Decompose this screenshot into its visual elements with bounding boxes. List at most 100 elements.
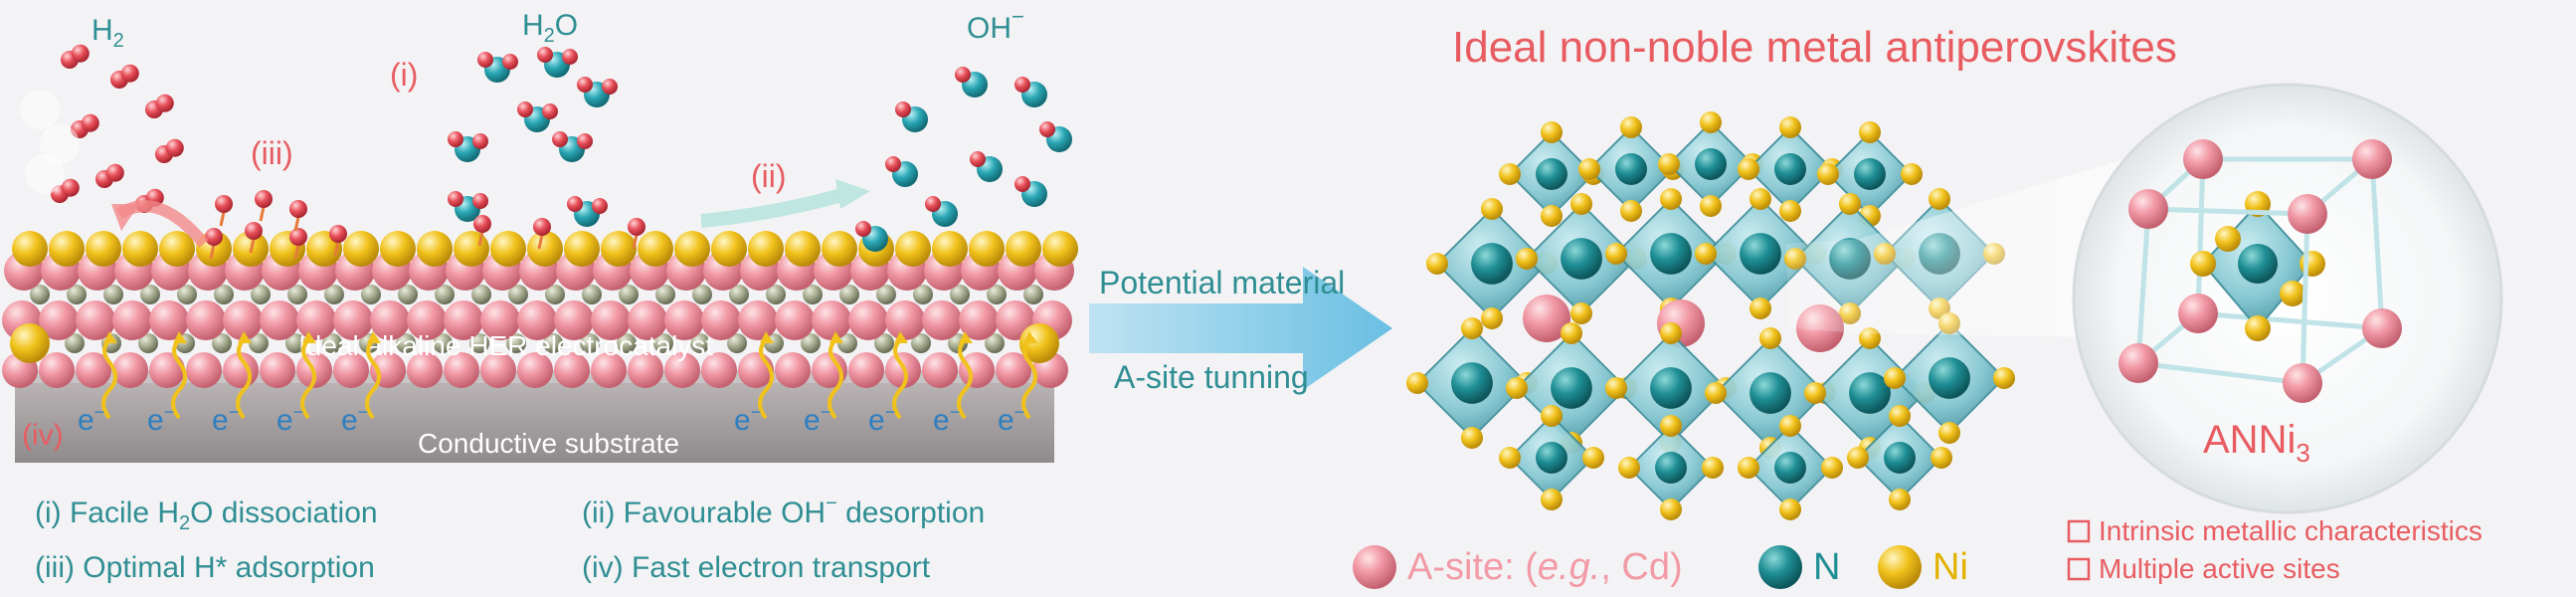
slab-atom [727,333,747,353]
slab-atom [343,231,379,267]
electron-wave-arrow-head [302,331,316,343]
gas-cloud [20,90,60,129]
slab-atom [249,333,269,353]
slab-atom [748,231,784,267]
adsorbed-h-atom [533,218,551,236]
slab-atom [913,285,933,304]
unit-cell-ni-atom [2215,226,2241,252]
slab-atom [480,352,516,388]
slab-atom [122,231,158,267]
electron-wave-arrow [300,338,316,420]
lattice-ni-atom [1660,498,1682,520]
big-arrow [1089,267,1392,390]
adsorbed-h-atom [473,215,491,233]
slab-atom [839,285,859,304]
unit-cell-a-site-atom [2352,139,2392,179]
lattice-n-atom [1650,233,1692,275]
h2-molecule-atom [120,64,139,83]
electron-symbol: e− [804,402,830,437]
slab-atom [490,231,526,267]
lattice-ni-atom [1481,198,1503,220]
unit-cell-a-site-atom [2178,294,2218,333]
legend-step-3: (iii) Optimal H* adsorption [35,551,375,584]
adsorption-bond [333,241,340,257]
slab-atom [812,352,847,388]
oh-hydrogen-atom [1039,121,1055,137]
slab-atom [564,231,600,267]
lattice-n-atom [1655,452,1687,484]
lattice-ni-atom [1541,121,1563,143]
lattice-ni-atom [1516,248,1538,270]
electron-charge: − [358,402,369,422]
lattice-ni-atom [1570,193,1592,215]
lattice-ni-atom [1993,367,2015,389]
molecules-group [20,44,1072,260]
lattice-ni-atom [1618,457,1640,479]
legend-ni-label: Ni [1932,546,1968,588]
unit-cell-edge [2300,213,2310,384]
h2o-hydrogen-atom [602,79,618,95]
step-label-i: (i) [390,57,418,93]
lattice-ni-atom [1660,322,1682,344]
electron-wave-arrow-head [367,331,381,343]
lattice-ni-atom [1541,205,1563,227]
slab-atom [932,231,968,267]
lattice-ni-atom [1658,153,1680,175]
slab-atom [67,285,87,304]
gas-cloud [40,124,80,164]
slab-atom [664,300,704,340]
electron-charge: − [293,402,304,422]
step-label-ii: (ii) [751,158,787,194]
unit-cell-a-site-atom [2362,308,2402,348]
slab-atom [628,352,663,388]
electron-symbol: e− [276,402,303,437]
adsorption-bond [293,244,300,260]
slab-atom [149,300,189,340]
electron-wave-arrow-head [959,331,973,343]
lattice-n-atom [1774,452,1806,484]
unit-cell-edge [2195,158,2206,314]
lattice-ni-atom [1804,382,1826,404]
lattice-ni-atom [1817,163,1839,185]
lattice-n-atom [1561,238,1602,280]
slab-atom [655,285,675,304]
slab-atom [65,333,85,353]
electron-wave-arrow-head [103,331,117,343]
slab-atom [469,333,489,353]
lattice-n-atom [1650,367,1692,409]
lattice-ni-atom [1499,447,1521,469]
slab-atom [140,285,160,304]
slab-atom [149,352,185,388]
lattice-ni-atom [1481,307,1503,329]
lattice-ni-atom [1901,163,1923,185]
lattice-ni-atom [1499,163,1521,185]
adsorbed-h-atom [255,190,273,208]
lattice-ni-atom [1738,158,1759,180]
electron-charge: − [229,402,240,422]
slab-atom [801,333,821,353]
electron-wave-arrow-head [1023,331,1037,343]
feature-checkbox-1 [2067,519,2091,543]
slab-atom [895,231,931,267]
adsorption-bond [209,244,216,260]
slab-atom [545,285,565,304]
electron-wave-arrow-head [173,331,187,343]
electron-charge: − [885,402,896,422]
slab-atom [471,285,491,304]
slab-atom [837,333,857,353]
h2o-hydrogen-atom [448,191,463,207]
adsorption-bond [632,234,639,250]
electron-wave-arrow-head [829,331,843,343]
slab-atom [1006,231,1041,267]
slab-atom [664,352,700,388]
slab-atom [49,231,85,267]
oh-hydrogen-atom [1014,176,1030,192]
slab-edge-atom [10,323,50,363]
lattice-ni-atom [1605,377,1627,399]
unit-cell-formula: ANNi3 [2203,418,2310,468]
slab-atom [591,352,627,388]
slab-atom [417,231,453,267]
oh-hydrogen-atom [970,151,986,167]
step-label-iv: (iv) [22,419,64,452]
